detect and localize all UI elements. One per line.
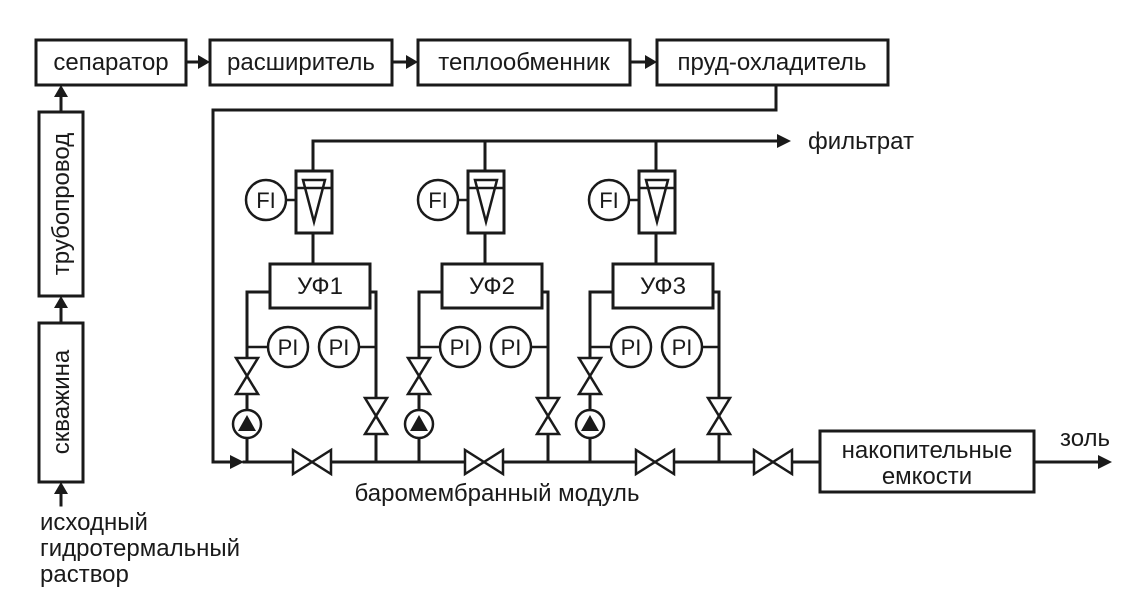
feed-valve [405, 356, 433, 396]
uf-box [440, 262, 544, 310]
uf-label: УФ2 [469, 273, 515, 300]
arrow-head-pipeline-separator [54, 85, 68, 97]
concentrate-valve [534, 396, 562, 436]
filtrate-label: фильтрат [808, 128, 914, 155]
concentrate-branch-pipe [540, 290, 550, 464]
pump-arrow-icon [410, 415, 428, 431]
well-label: скважина [48, 349, 75, 454]
pi-left-bubble [609, 325, 653, 369]
fi-label: FI [428, 188, 448, 213]
storage-tanks-label-line-1: накопительные [842, 437, 1013, 464]
top-flow-row: сепаратор расширитель теплообменник пруд… [34, 38, 890, 87]
storage-tanks-label-line-2: емкости [882, 463, 972, 490]
uf-module-1: FI УФ1 PI PI [231, 139, 390, 464]
pi-right-bubble [660, 325, 704, 369]
sol-output-arrow-head [1098, 455, 1112, 469]
expander-box [208, 38, 394, 87]
arrow-head-expander-exchanger [406, 55, 418, 69]
arrow-head-exchanger-pond [645, 55, 657, 69]
uf-module-2: FI УФ2 PI PI [403, 139, 562, 464]
baromembrane-module-label: баромембранный модуль [355, 480, 640, 507]
pi-left-label: PI [450, 335, 471, 360]
rotameter-float-icon [301, 178, 327, 227]
arrow-head-separator-expander [198, 55, 210, 69]
cooling-pond-label: пруд-охладитель [678, 49, 867, 76]
feed-valve [233, 356, 261, 396]
fi-label: FI [599, 188, 619, 213]
pi-left-label: PI [621, 335, 642, 360]
pi-right-label: PI [672, 335, 693, 360]
uf-modules: FI УФ1 PI PI FI [231, 139, 733, 464]
expander-label: расширитель [227, 49, 375, 76]
return-pipe-arrow-head [230, 455, 244, 469]
cooling-pond-box [655, 38, 890, 87]
feed-branch-pipe [417, 290, 444, 464]
feed-valve [576, 356, 604, 396]
concentrate-branch-pipe [711, 290, 721, 464]
pi-right-bubble [317, 325, 361, 369]
rotameter-float-icon [473, 178, 499, 227]
heat-exchanger-label: теплообменник [438, 49, 610, 76]
pipeline-label: трубопровод [48, 133, 75, 275]
concentrate-valve [705, 396, 733, 436]
concentrate-branch-pipe [368, 290, 378, 464]
source-label-line-1: исходный [40, 509, 148, 536]
pi-left-label: PI [278, 335, 299, 360]
fi-label: FI [256, 188, 276, 213]
left-column: трубопровод скважина исходный гидротерма… [37, 85, 240, 588]
header-pipe [242, 447, 822, 477]
arrow-head-source-well [54, 482, 68, 494]
rotameter-float-icon [644, 178, 670, 227]
source-label-line-3: раствор [40, 561, 129, 588]
uf-module-3: FI УФ3 PI PI [574, 139, 733, 464]
header-valve-4 [752, 447, 794, 477]
source-label-line-2: гидротермальный [40, 535, 240, 562]
separator-label: сепаратор [53, 49, 168, 76]
uf-box [268, 262, 372, 310]
return-pipe [211, 83, 778, 464]
header-valve-3 [634, 447, 676, 477]
arrow-head-well-pipeline [54, 296, 68, 308]
header-valve-1 [291, 447, 333, 477]
filtrate-arrow-head [777, 134, 791, 148]
pi-left-bubble [266, 325, 310, 369]
sol-label: золь [1060, 425, 1110, 452]
pump-arrow-icon [581, 415, 599, 431]
header-valve-2 [463, 447, 505, 477]
storage-tanks-box [818, 429, 1036, 494]
uf-box [611, 262, 715, 310]
pi-right-label: PI [501, 335, 522, 360]
uf-label: УФ1 [297, 273, 343, 300]
pump-arrow-icon [238, 415, 256, 431]
pi-left-bubble [438, 325, 482, 369]
uf-label: УФ3 [640, 273, 686, 300]
pi-right-bubble [489, 325, 533, 369]
concentrate-valve [362, 396, 390, 436]
feed-branch-pipe [245, 290, 272, 464]
heat-exchanger-box [416, 38, 632, 87]
pi-right-label: PI [329, 335, 350, 360]
feed-branch-pipe [588, 290, 615, 464]
separator-box [34, 38, 188, 87]
